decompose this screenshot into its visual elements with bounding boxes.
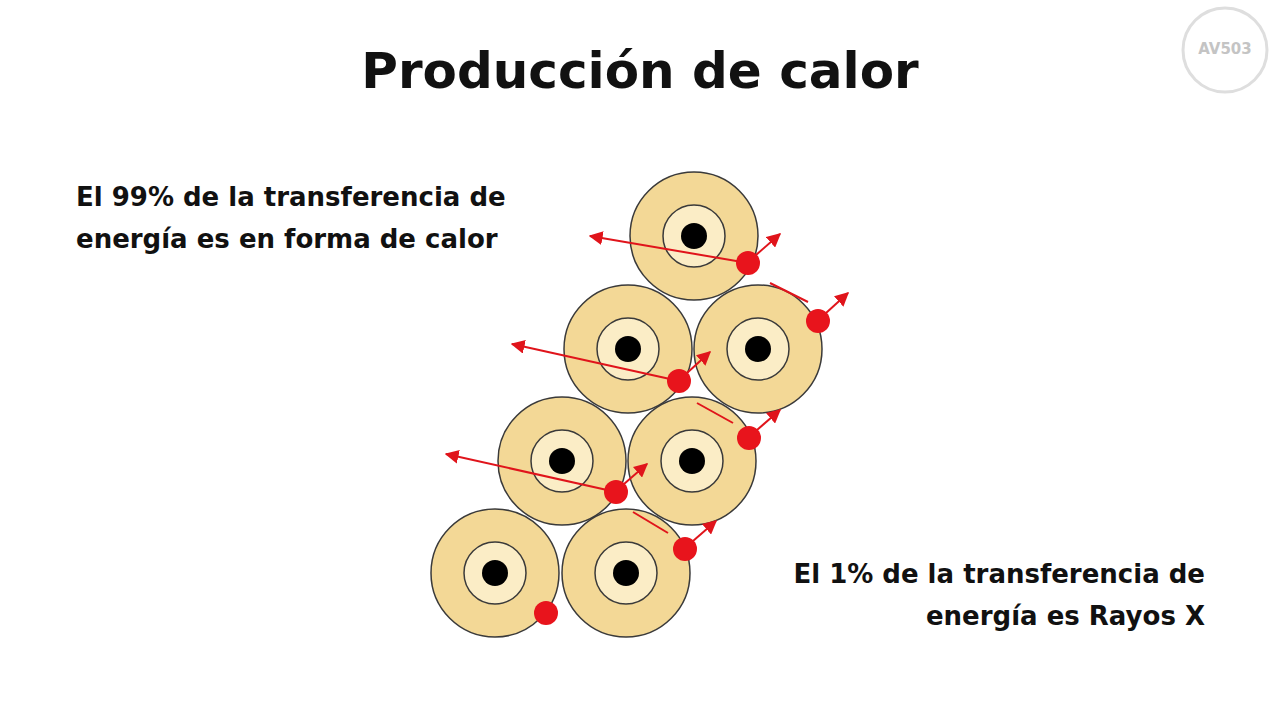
atom <box>498 397 626 525</box>
heat-arrow <box>446 454 616 492</box>
annotation: El 1% de la transferencia de energía es … <box>693 553 1205 637</box>
xray-arrow <box>624 464 647 484</box>
watermark-ring <box>1183 8 1267 92</box>
electron <box>667 369 691 393</box>
annotation: El 99% de la transferencia de energía es… <box>76 176 596 260</box>
electron <box>534 601 558 625</box>
title: Producción de calor <box>0 42 1280 100</box>
xray-arrow <box>757 410 780 430</box>
atom <box>562 509 690 637</box>
electron-path <box>697 403 733 423</box>
watermark: AV503 <box>1183 40 1267 58</box>
electron <box>604 480 628 504</box>
xray-arrow <box>693 521 716 541</box>
electron-path <box>770 283 808 302</box>
atom <box>564 285 692 413</box>
heat-arrow <box>590 236 748 263</box>
electron <box>737 426 761 450</box>
atom <box>628 397 756 525</box>
electron <box>806 309 830 333</box>
electron-arrows <box>446 234 848 625</box>
xray-arrow <box>756 234 780 255</box>
xray-arrow <box>687 352 710 373</box>
atom <box>431 509 559 637</box>
electron <box>736 251 760 275</box>
electron <box>673 537 697 561</box>
heat-arrow <box>512 344 679 381</box>
atom <box>694 285 822 413</box>
electron-path <box>633 512 668 533</box>
xray-arrow <box>826 293 848 313</box>
atom <box>630 172 758 300</box>
